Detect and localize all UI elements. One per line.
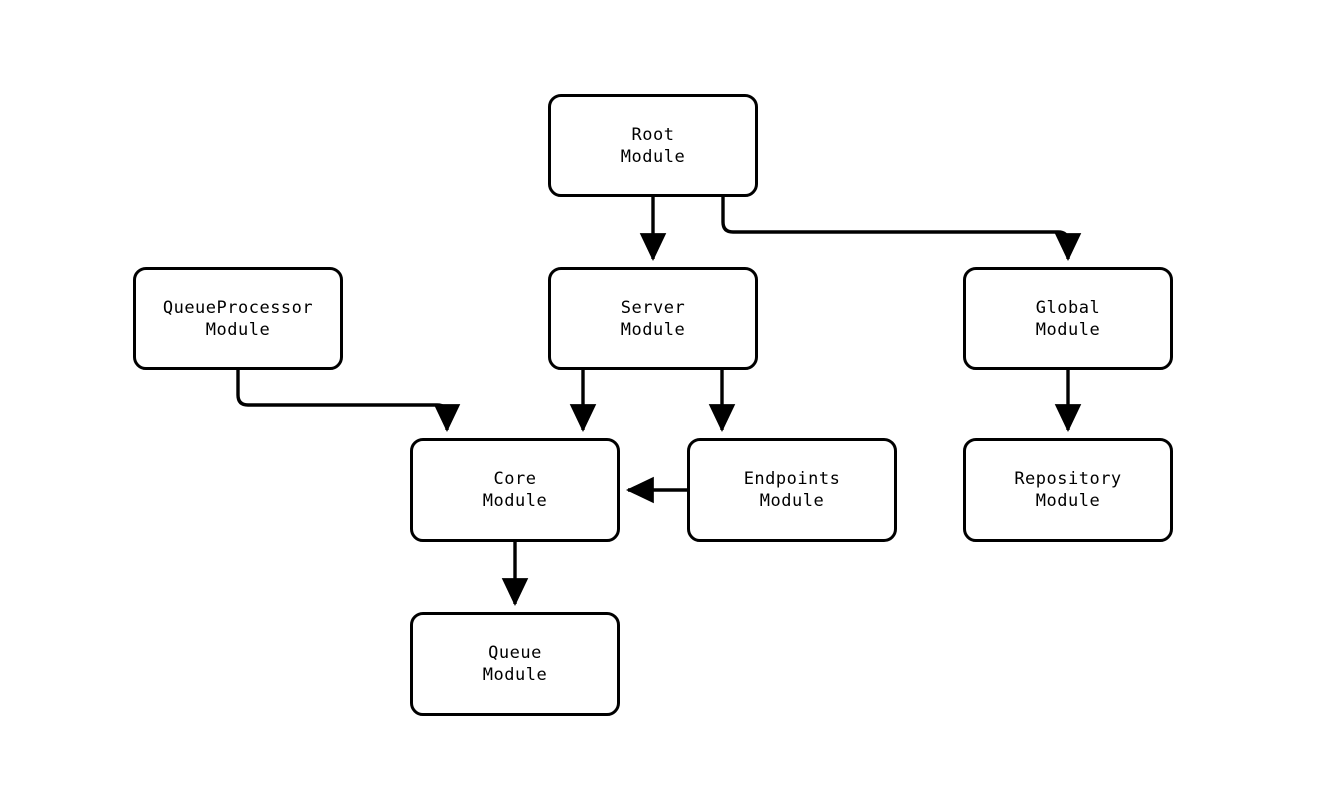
node-core-module-label-line2: Module: [482, 491, 548, 511]
node-repository-module-label-line2: Module: [1035, 491, 1101, 511]
node-repository-module-label-line1: Repository: [1014, 469, 1122, 489]
node-queueprocessor-module-label-line1: QueueProcessor: [162, 297, 314, 318]
node-queueprocessor-module[interactable]: QueueProcessor Module: [133, 267, 343, 370]
node-root-module-label-line2: Module: [620, 146, 686, 167]
node-queue-module-label-line1: Queue: [488, 643, 542, 663]
edge-root-to-global: [721, 197, 1082, 262]
node-endpoints-module-label-line2: Module: [759, 491, 825, 511]
node-root-module-label-line1: Root: [631, 124, 675, 145]
node-global-module[interactable]: Global Module: [963, 267, 1173, 370]
node-global-module-label-line1: Global: [1035, 297, 1101, 318]
node-endpoints-module[interactable]: Endpoints Module: [687, 438, 897, 542]
node-core-module[interactable]: Core Module: [410, 438, 620, 542]
node-server-module[interactable]: Server Module: [548, 267, 758, 370]
node-queueprocessor-module-label-line2: Module: [205, 319, 271, 340]
node-queue-module-label-line2: Module: [482, 665, 548, 685]
node-queue-module[interactable]: Queue Module: [410, 612, 620, 716]
node-global-module-label-line2: Module: [1035, 319, 1101, 340]
node-server-module-label-line2: Module: [620, 319, 686, 340]
node-repository-module[interactable]: Repository Module: [963, 438, 1173, 542]
node-core-module-label-line1: Core: [493, 469, 537, 489]
node-endpoints-module-label-line1: Endpoints: [743, 469, 841, 489]
node-server-module-label-line1: Server: [620, 297, 686, 318]
edge-queueprocessor-to-core: [236, 370, 461, 433]
node-root-module[interactable]: Root Module: [548, 94, 758, 197]
